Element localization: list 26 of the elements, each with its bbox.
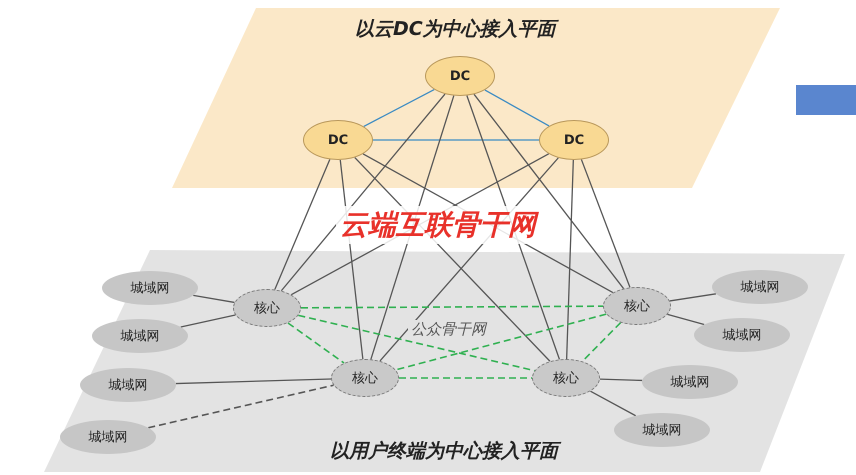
link-line [600,378,642,382]
link-line [566,160,574,360]
link-line [176,378,332,384]
network-label: 公众骨干网 [408,320,489,339]
link-line [280,94,446,292]
dashed-link [582,322,622,362]
link-line [667,314,704,326]
network-title: 云端互联骨干网 [336,206,540,244]
dashed-link [148,384,334,429]
link-line [590,390,636,416]
link-line [180,314,236,328]
dashed-link [287,322,345,364]
link-line [484,89,550,127]
dashed-link [396,313,606,371]
link-line [363,88,435,128]
link-line [193,294,235,304]
link-line [580,159,631,288]
metro-network-node: 城域网 [102,271,198,305]
link-line [670,293,716,302]
link-line [274,159,330,290]
dashed-link [301,305,603,309]
link-line [474,94,624,289]
dashed-link [399,377,532,379]
dashed-link [298,314,535,372]
plane [170,6,782,190]
link-line [373,139,539,141]
